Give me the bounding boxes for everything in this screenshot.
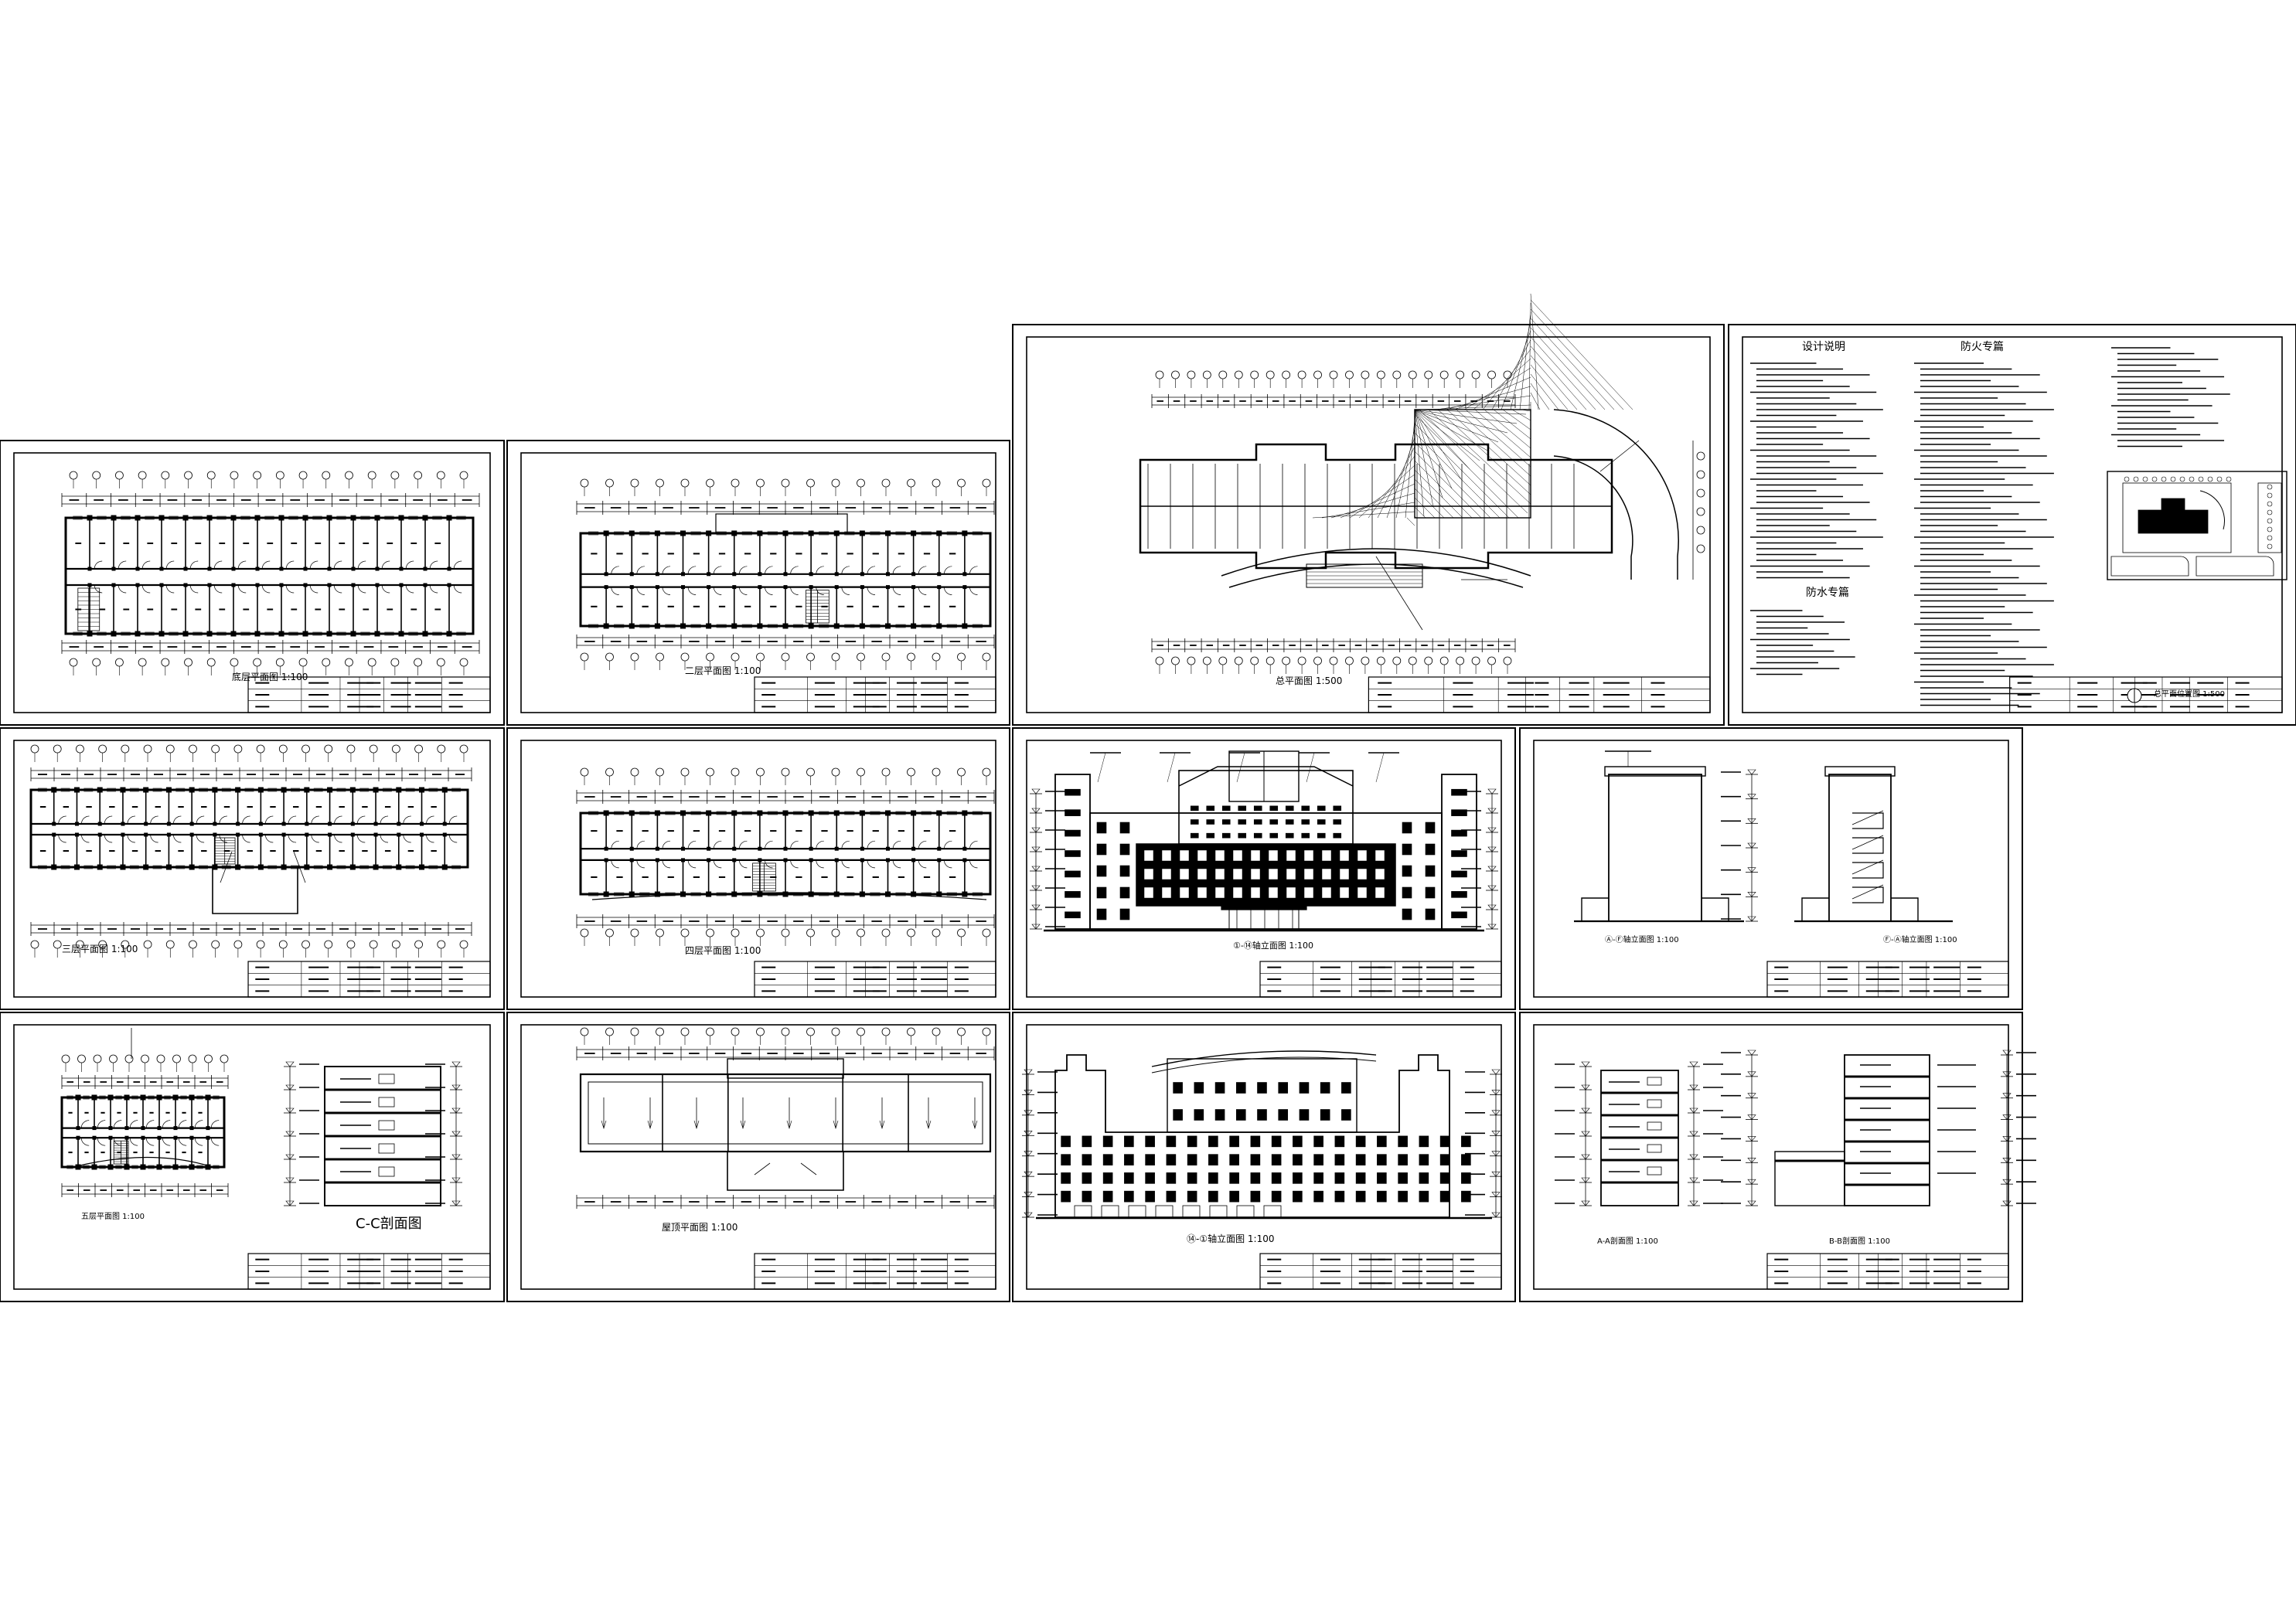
sheet-s9 [0,1012,505,1302]
sheet-title: 底层平面图 1:100 [232,672,308,682]
sheet-s1 [0,440,505,726]
sheet-s4 [1728,324,2296,726]
sheet-title: 四层平面图 1:100 [685,945,761,956]
section-title: C-C剖面图 [356,1216,422,1232]
sheet-title: 总平面图 1:500 [1276,675,1343,686]
sheet-title: A-A剖面图 1:100 [1597,1237,1658,1246]
notes-heading: 设计说明 [1802,341,1845,353]
sheet-s7 [1012,727,1516,1010]
sheet-s11 [1012,1012,1516,1302]
sheet-title: 三层平面图 1:100 [62,944,138,954]
sheet-s2 [506,440,1010,726]
sheet-s10 [506,1012,1010,1302]
sheet-s8 [1519,727,2023,1010]
sheet-s5 [0,727,505,1010]
waterproof-notes-heading: 防水专篇 [1806,587,1849,599]
sheet-s12 [1519,1012,2036,1302]
sheet-title: 五层平面图 1:100 [81,1213,145,1221]
fire-notes-heading: 防火专篇 [1960,341,2004,353]
sheet-title: ⑭-①轴立面图 1:100 [1187,1233,1275,1244]
site-caption: 总平面位置图 1:500 [2154,690,2225,699]
sheet-title-2: Ⓕ-Ⓐ轴立面图 1:100 [1883,936,1957,944]
sheet-title: ①-⑭轴立面图 1:100 [1233,941,1314,951]
sheets-layer [0,293,2296,1302]
sheet-title: 二层平面图 1:100 [685,665,761,676]
sheet-s6 [506,727,1010,1010]
sheet-title: 屋顶平面图 1:100 [662,1222,738,1233]
sheet-s3 [1012,293,1725,726]
sheet-title: Ⓐ-Ⓕ轴立面图 1:100 [1605,936,1679,944]
sheet-title-2: B-B剖面图 1:100 [1829,1237,1890,1246]
